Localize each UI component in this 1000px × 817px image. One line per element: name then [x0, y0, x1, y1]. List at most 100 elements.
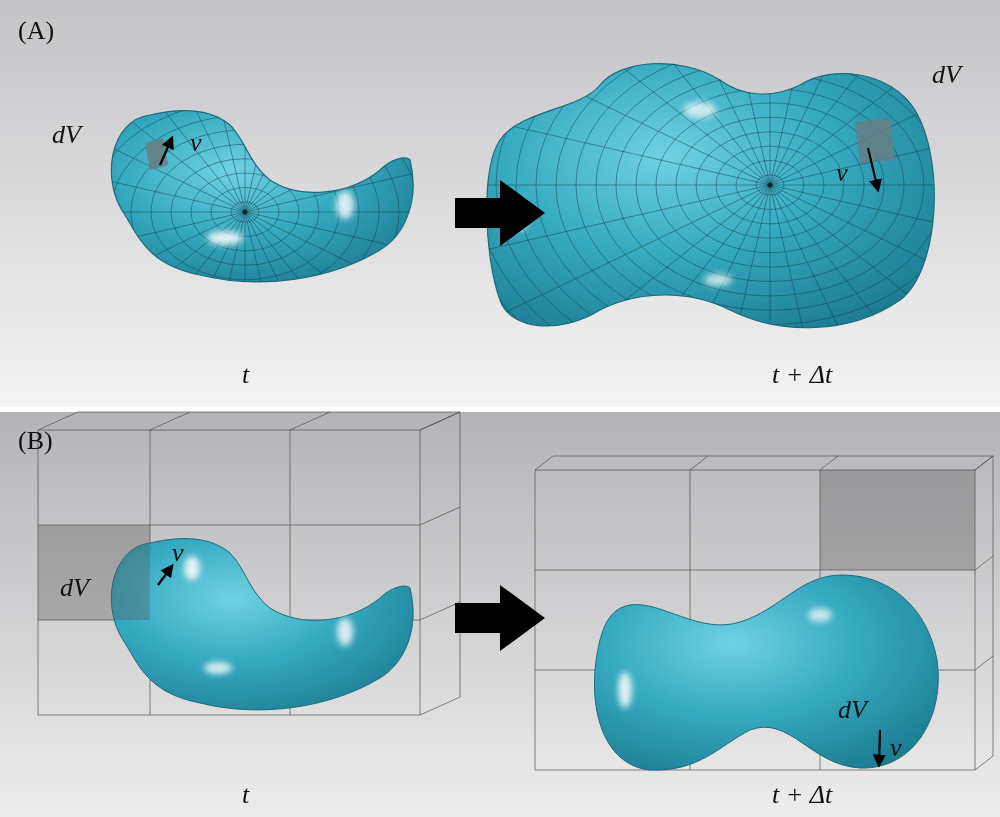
- grid-line: [38, 715, 420, 716]
- time-label: t + Δt: [772, 362, 832, 388]
- grid-line: [460, 412, 461, 697]
- mesh-line: [0, 15, 519, 410]
- mesh-line: [370, 185, 770, 186]
- mesh-line: [770, 0, 944, 185]
- mesh-line: [0, 212, 245, 386]
- fluid-body: [594, 575, 938, 770]
- velocity-label: v⃗: [836, 160, 868, 186]
- velocity-label: v⃗: [172, 540, 204, 566]
- grid-wireframe: [535, 456, 993, 770]
- mesh-line: [71, 0, 245, 212]
- mesh-line: [596, 185, 770, 545]
- mesh-line: [516, 2, 1000, 368]
- mesh-line: [596, 60, 944, 311]
- mesh-line: [191, 173, 299, 251]
- grid-line: [975, 456, 993, 470]
- mesh-line: [245, 212, 494, 525]
- velocity-label: v⃗: [890, 735, 922, 761]
- panel-label: (A): [18, 18, 54, 44]
- mesh-line: [71, 212, 245, 572]
- mesh-line: [0, 29, 499, 395]
- mesh-line: [0, 123, 245, 212]
- time-label: t: [242, 782, 249, 808]
- mesh-line: [245, 0, 246, 212]
- grid-line: [993, 456, 994, 756]
- mesh-line: [770, 185, 1000, 186]
- grid-line: [290, 412, 330, 430]
- highlight: [184, 102, 832, 708]
- mesh-line: [476, 0, 1000, 397]
- mesh-pole: [768, 183, 773, 188]
- grid-line: [975, 656, 993, 670]
- mesh-line: [436, 0, 1000, 425]
- grid-line: [78, 412, 460, 413]
- mesh-line: [716, 146, 824, 224]
- velocity-arrow: [158, 138, 880, 765]
- time-label: t + Δt: [772, 782, 832, 808]
- mesh-line: [496, 0, 1000, 382]
- time-label: t: [242, 362, 249, 388]
- volume-label: dV: [52, 122, 81, 148]
- mesh-line: [770, 185, 771, 585]
- volume-label: dV: [838, 697, 867, 723]
- mesh-line: [457, 0, 770, 185]
- mesh-line: [0, 0, 579, 452]
- grid-line: [420, 412, 460, 430]
- grid-line: [975, 556, 993, 570]
- mesh-line: [576, 45, 964, 324]
- mesh-line: [656, 103, 884, 267]
- mesh-line: [681, 185, 770, 575]
- mesh-line: [596, 0, 770, 185]
- fluid-body: [487, 64, 934, 328]
- fluid-body: [111, 111, 413, 282]
- mesh-line: [380, 96, 770, 185]
- mesh-line: [245, 212, 419, 572]
- mesh-line: [211, 188, 279, 237]
- mesh-line: [556, 31, 984, 339]
- grid-line: [38, 430, 420, 431]
- mesh-line: [0, 0, 599, 467]
- mesh-line: [396, 0, 1000, 454]
- mesh-line: [0, 212, 245, 301]
- mesh-line: [416, 0, 1000, 440]
- mesh-line: [770, 185, 1000, 359]
- grid-line: [420, 430, 421, 715]
- grid-line: [690, 456, 708, 470]
- mesh-line: [151, 144, 339, 279]
- mesh-line: [131, 130, 359, 294]
- grid-wireframe: [38, 412, 460, 715]
- mesh-line: [696, 132, 844, 239]
- mesh-line: [636, 89, 904, 282]
- mesh-line: [770, 185, 1000, 274]
- mesh-line: [0, 0, 245, 212]
- mesh-line: [111, 116, 379, 309]
- mesh-line: [676, 117, 864, 252]
- mesh-line: [11, 44, 479, 381]
- mesh-line: [0, 212, 245, 461]
- mesh-line: [91, 101, 399, 323]
- grid-line: [420, 507, 460, 525]
- mesh-line: [245, 212, 334, 602]
- time-step-arrow: [455, 585, 545, 651]
- fluid-body: [111, 539, 413, 710]
- mesh-line: [756, 175, 784, 195]
- mesh-line: [376, 0, 1000, 469]
- panel-label: (B): [18, 428, 53, 454]
- mesh-line: [521, 185, 770, 498]
- mesh-line: [156, 0, 245, 212]
- mesh-line: [245, 0, 334, 212]
- mesh-line: [456, 0, 1000, 411]
- grid-line: [975, 456, 993, 470]
- grid-line: [420, 412, 460, 430]
- mesh-line: [0, 0, 559, 438]
- mesh-line: [31, 58, 459, 366]
- mesh-line: [770, 11, 1000, 185]
- volume-element: [38, 525, 150, 620]
- mesh-line: [0, 38, 245, 212]
- mesh-line: [231, 202, 259, 222]
- grid-line: [420, 602, 460, 620]
- grid-line: [150, 412, 190, 430]
- mesh-line: [736, 161, 804, 210]
- mesh-line: [0, 212, 245, 525]
